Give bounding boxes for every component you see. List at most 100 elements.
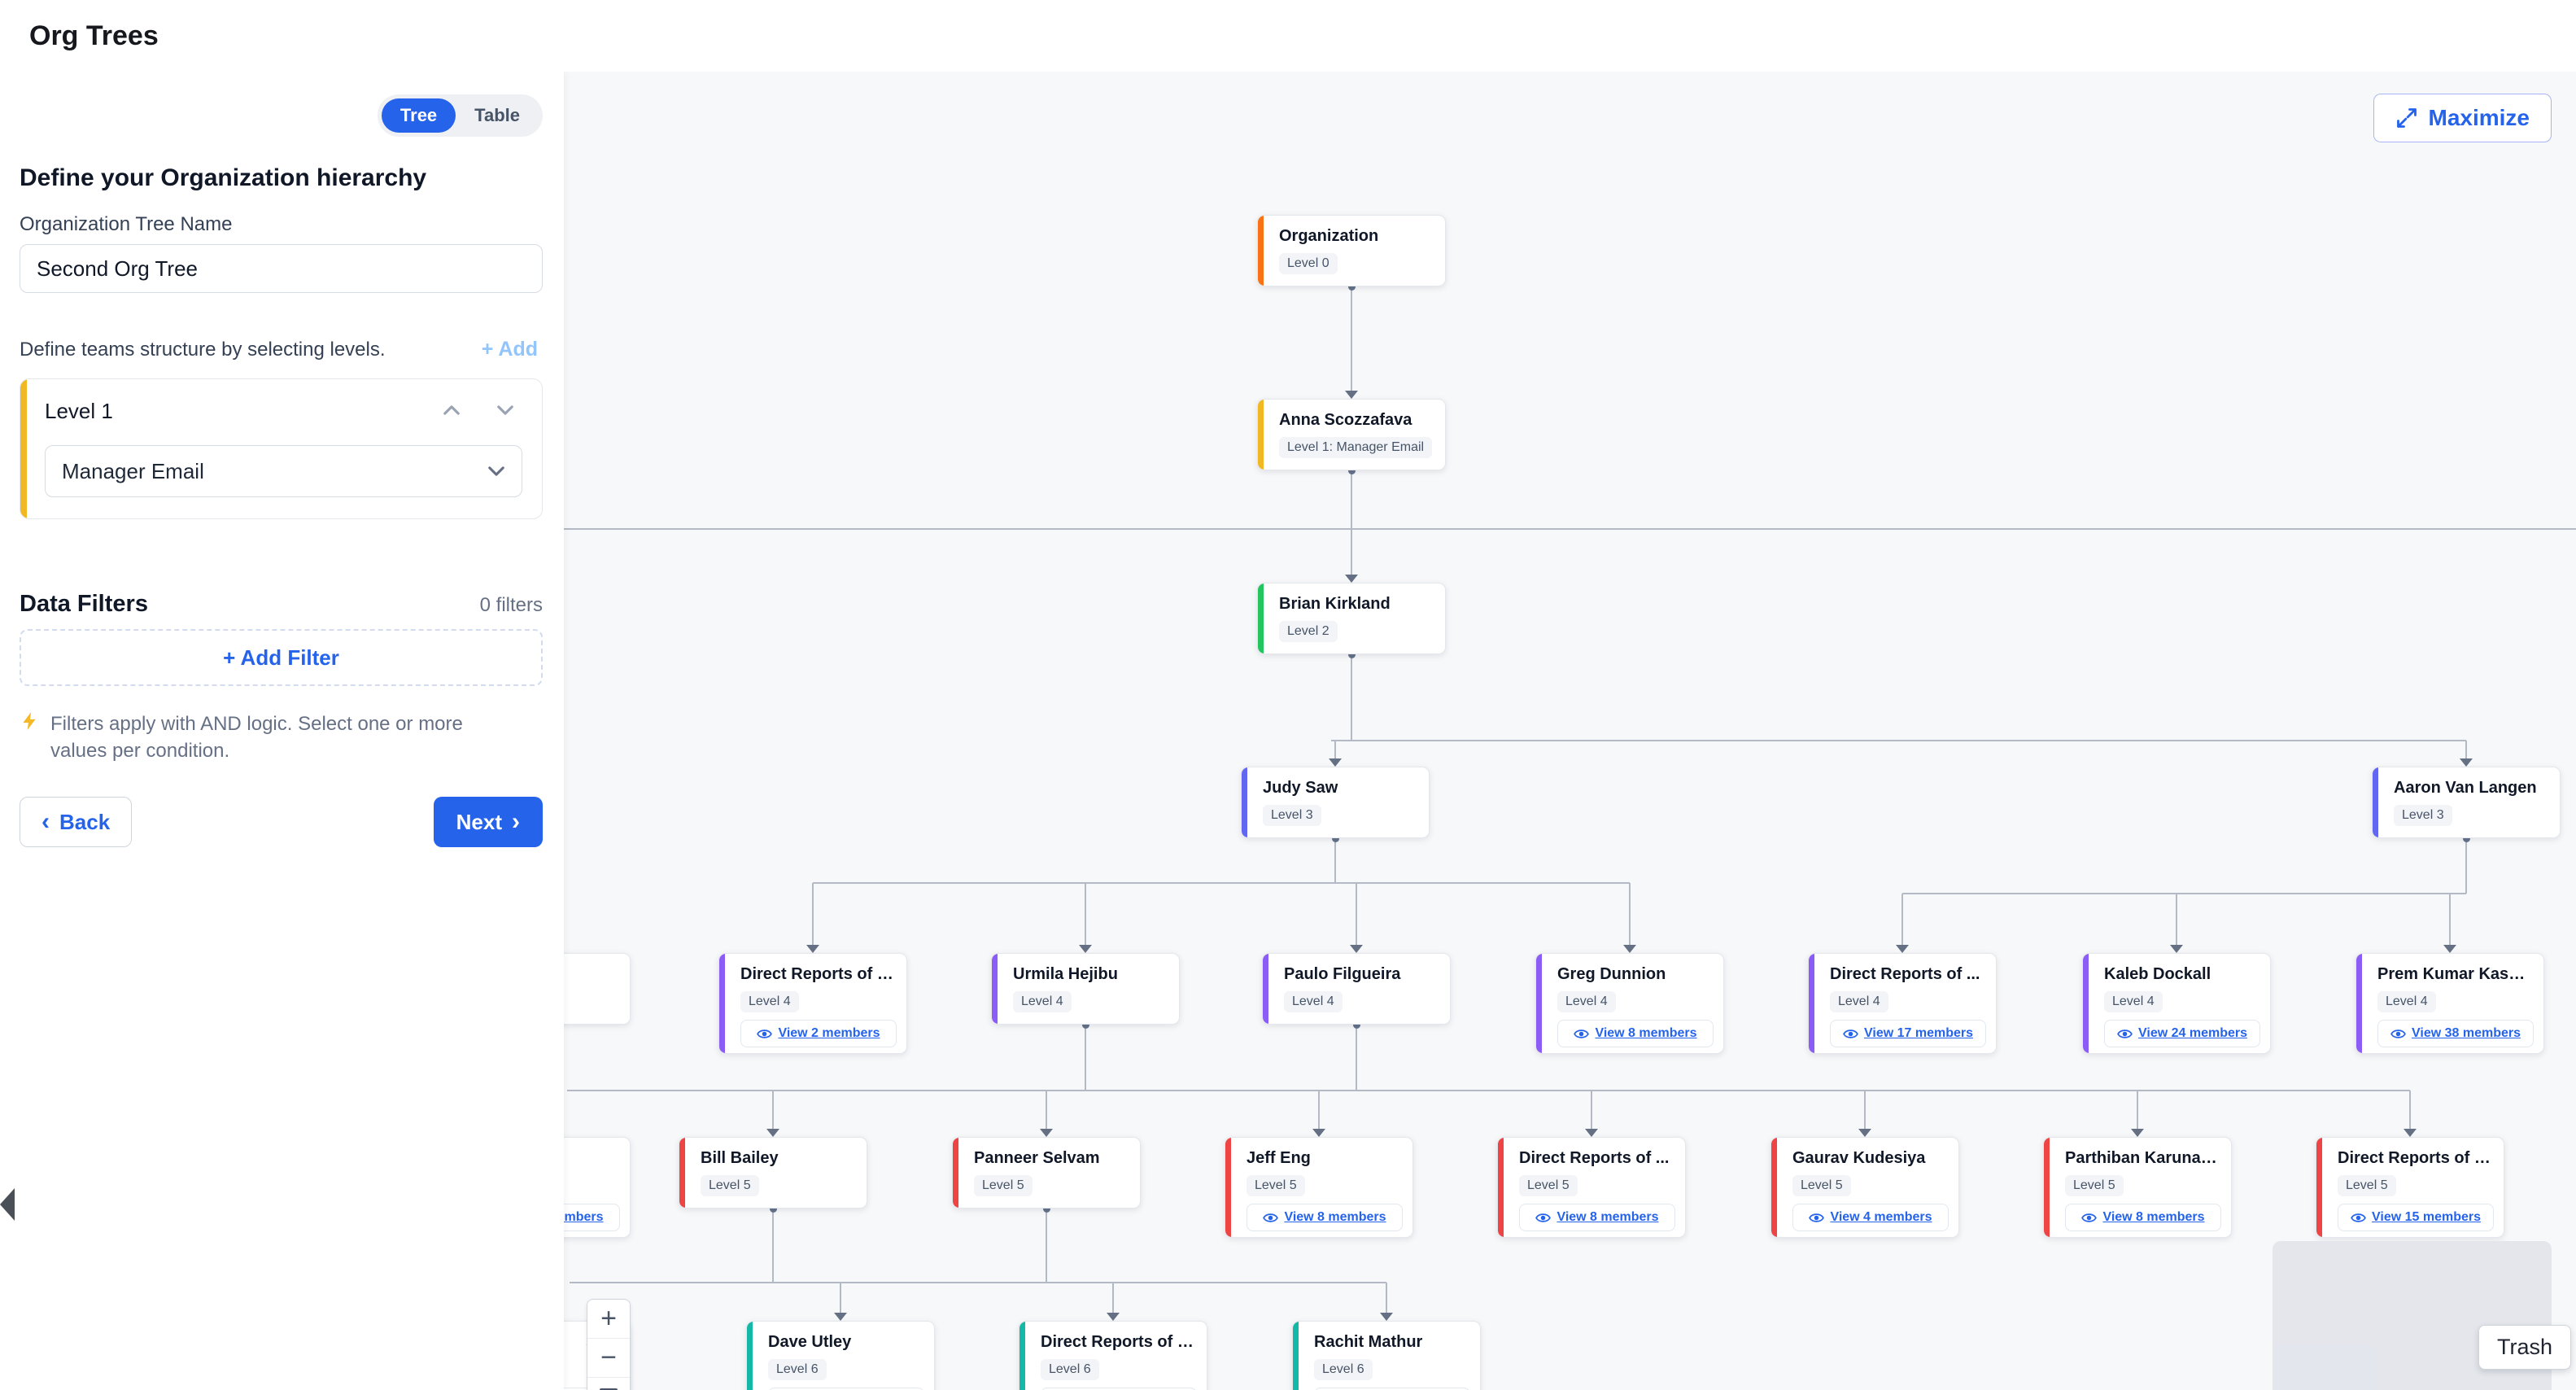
- node-name: Rachit Mathur: [1314, 1333, 1423, 1351]
- org-node-judy-saw[interactable]: Judy Saw Level 3: [1241, 767, 1430, 838]
- view-members-label: View 15 members: [2371, 1210, 2481, 1224]
- org-node-direct-reports-j[interactable]: Direct Reports of J... Level 4 View 2 me…: [718, 953, 907, 1054]
- chevron-right-icon: ›: [512, 808, 520, 835]
- edge-dot: [1347, 650, 1356, 658]
- node-name: Judy Saw: [1263, 779, 1338, 797]
- edge-dot: [1042, 1204, 1050, 1213]
- toggle-tree-button[interactable]: Tree: [381, 98, 456, 133]
- edge-vertical: [1318, 1091, 1320, 1130]
- view-members-link[interactable]: View 2 members: [740, 1020, 897, 1047]
- node-name: Prem Kumar Kashi...: [2377, 965, 2534, 983]
- view-members-label: View 8 members: [2102, 1210, 2205, 1224]
- org-node-aaron-van-langen[interactable]: Aaron Van Langen Level 3: [2372, 767, 2561, 838]
- org-node-organization[interactable]: Organization Level 0: [1257, 215, 1446, 286]
- edge-vertical: [1629, 883, 1631, 946]
- org-node-direct-reports-p5[interactable]: Direct Reports of P... Level 5 View 15 m…: [2316, 1137, 2504, 1238]
- eye-icon: [2390, 1029, 2406, 1038]
- org-node-kaleb-dockall[interactable]: Kaleb Dockall Level 4 View 24 members: [2082, 953, 2271, 1054]
- maximize-button[interactable]: Maximize: [2373, 94, 2552, 142]
- edge-arrow: [1858, 1129, 1871, 1137]
- node-name: Gaurav Kudesiya: [1792, 1149, 1926, 1167]
- zoom-in-button[interactable]: +: [587, 1300, 630, 1339]
- org-node-bill-bailey[interactable]: Bill Bailey Level 5: [679, 1137, 867, 1209]
- view-members-link[interactable]: View 15 members: [2338, 1204, 2494, 1231]
- org-node-dave-utley[interactable]: Dave Utley Level 6 View 9 members: [746, 1321, 935, 1390]
- edge-rail: [567, 1090, 2410, 1091]
- edge-vertical: [772, 1209, 774, 1283]
- org-node-direct-reports-5[interactable]: Direct Reports of ... Level 5 View 8 mem…: [1497, 1137, 1686, 1238]
- node-level-badge: Level 4: [740, 991, 799, 1012]
- org-node-direct-reports-p6[interactable]: Direct Reports of P... Level 6 View 24 m…: [1019, 1321, 1207, 1390]
- view-members-link[interactable]: View 17 members: [1830, 1020, 1986, 1047]
- org-node-rachit-mathur[interactable]: Rachit Mathur Level 6 View 11 members: [1292, 1321, 1481, 1390]
- edge-vertical: [772, 1091, 774, 1130]
- node-name: Dave Utley: [768, 1333, 852, 1351]
- eye-icon: [1535, 1213, 1552, 1222]
- org-node-panneer-selvam[interactable]: Panneer Selvam Level 5: [952, 1137, 1141, 1209]
- toggle-table-button[interactable]: Table: [456, 98, 539, 133]
- view-members-link[interactable]: View 4 members: [1792, 1204, 1949, 1231]
- data-filters-heading: Data Filters: [20, 591, 148, 617]
- move-level-up-button[interactable]: [434, 404, 469, 418]
- edge-vertical: [1901, 894, 1903, 946]
- fit-view-icon: [600, 1388, 618, 1390]
- back-button[interactable]: ‹ Back: [20, 797, 133, 847]
- edge-rail: [1902, 893, 2466, 894]
- org-node-paulo-filgueira[interactable]: Paulo Filgueira Level 4: [1262, 953, 1451, 1025]
- edge-arrow: [1079, 945, 1092, 953]
- view-members-link[interactable]: View 8 members: [1557, 1020, 1714, 1047]
- view-members-label: View 2 members: [778, 1026, 880, 1040]
- org-node-gaurav-kudesiya[interactable]: Gaurav Kudesiya Level 5 View 4 members: [1770, 1137, 1959, 1238]
- org-node-parthiban-karunan[interactable]: Parthiban Karunan... Level 5 View 8 memb…: [2043, 1137, 2232, 1238]
- node-accent-bar: [1258, 216, 1264, 286]
- edge-arrow: [1345, 575, 1358, 583]
- node-accent-bar: [1293, 1322, 1299, 1390]
- node-name: Brian Kirkland: [1279, 595, 1391, 613]
- view-members-link[interactable]: View 8 members: [1519, 1204, 1675, 1231]
- view-members-link[interactable]: View 38 members: [2377, 1020, 2534, 1047]
- org-node-direct-reports-4[interactable]: Direct Reports of ... Level 4 View 17 me…: [1808, 953, 1997, 1054]
- org-node-brian-kirkland[interactable]: Brian Kirkland Level 2: [1257, 583, 1446, 654]
- add-level-button[interactable]: + Add: [477, 337, 543, 362]
- node-accent-bar: [1242, 767, 1247, 837]
- view-members-label: View 4 members: [1830, 1210, 1932, 1224]
- node-level-badge: Level 5: [1519, 1175, 1578, 1196]
- edge-vertical: [2449, 894, 2451, 946]
- add-filter-button[interactable]: + Add Filter: [20, 629, 543, 686]
- page-title: Org Trees: [29, 20, 159, 51]
- org-node-prem-kumar-kashi[interactable]: Prem Kumar Kashi... Level 4 View 38 memb…: [2356, 953, 2544, 1054]
- edge-arrow: [1329, 758, 1342, 767]
- node-level-badge: Level 3: [2394, 805, 2452, 826]
- node-level-badge: Level 3: [1263, 805, 1321, 826]
- next-button[interactable]: Next ›: [433, 797, 543, 847]
- view-members-link[interactable]: View 8 members: [2065, 1204, 2221, 1231]
- move-level-down-button[interactable]: [488, 404, 522, 418]
- edge-arrow: [2443, 945, 2456, 953]
- view-members-link[interactable]: View 24 members: [2104, 1020, 2260, 1047]
- edge-arrow: [1312, 1129, 1325, 1137]
- eye-icon: [2117, 1029, 2133, 1038]
- edge-vertical: [1334, 838, 1336, 883]
- org-node-anna-scozzafava[interactable]: Anna Scozzafava Level 1: Manager Email: [1257, 399, 1446, 470]
- view-members-link[interactable]: View 8 members: [1247, 1204, 1403, 1231]
- level-field-select[interactable]: Manager Email: [45, 445, 522, 497]
- page-header: Org Trees: [0, 0, 2576, 72]
- edge-vertical: [1085, 1025, 1086, 1091]
- org-node-urmila-hejibu[interactable]: Urmila Hejibu Level 4: [991, 953, 1180, 1025]
- edge-vertical: [1046, 1209, 1047, 1283]
- zoom-out-button[interactable]: −: [587, 1339, 630, 1378]
- node-name: Organization: [1279, 227, 1379, 245]
- fit-view-button[interactable]: [587, 1378, 630, 1390]
- sidebar-collapse-handle[interactable]: [0, 1188, 15, 1221]
- org-node-jeff-eng[interactable]: Jeff Eng Level 5 View 8 members: [1225, 1137, 1413, 1238]
- node-accent-bar: [1771, 1138, 1777, 1237]
- org-node-greg-dunnion[interactable]: Greg Dunnion Level 4 View 8 members: [1535, 953, 1724, 1054]
- node-name: Urmila Hejibu: [1013, 965, 1118, 983]
- eye-icon: [2081, 1213, 2098, 1222]
- expand-icon: [2396, 108, 2417, 128]
- config-sidebar: Tree Table Define your Organization hier…: [0, 72, 564, 1390]
- back-label: Back: [59, 809, 111, 834]
- view-members-label: View 8 members: [1557, 1210, 1659, 1224]
- eye-icon: [1263, 1213, 1279, 1222]
- tree-name-input[interactable]: [20, 244, 543, 293]
